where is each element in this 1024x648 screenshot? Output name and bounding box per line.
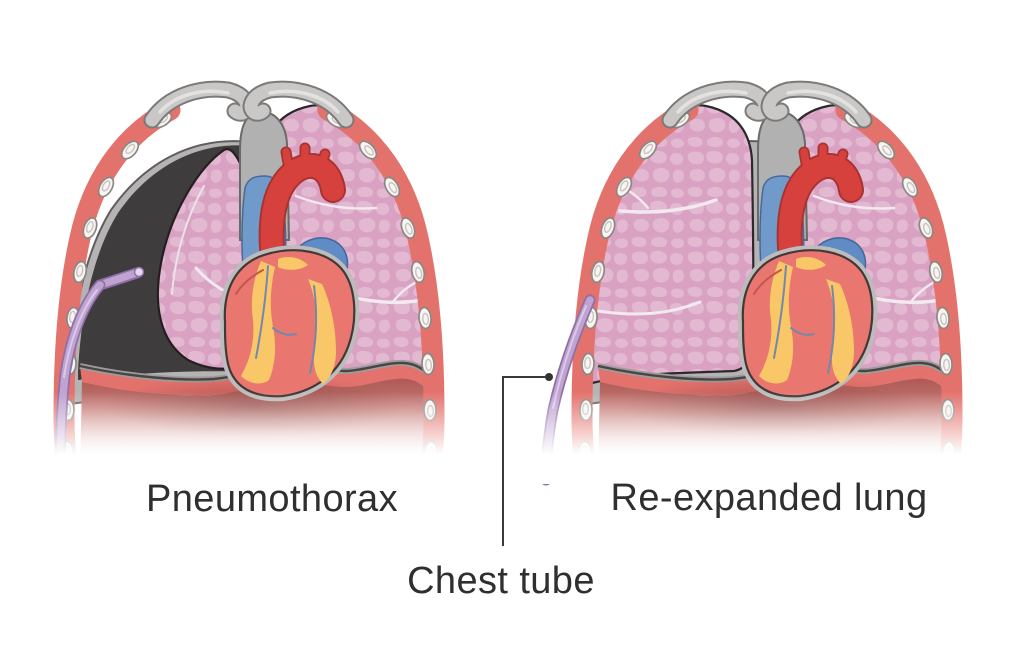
chest-tube-callout-line (502, 376, 545, 546)
chest-tube-callout-dot (545, 373, 553, 381)
chest-tube-label: Chest tube (407, 560, 595, 602)
pleura-highlight (171, 185, 205, 295)
re-expanded-lung-label: Re-expanded lung (611, 477, 928, 519)
bottom-fade (0, 392, 1024, 484)
pneumothorax-label: Pneumothorax (146, 478, 398, 520)
pneumothorax-illustration (61, 89, 438, 472)
chest-tube-callout (502, 373, 553, 546)
chest-tube-tip (133, 266, 145, 278)
